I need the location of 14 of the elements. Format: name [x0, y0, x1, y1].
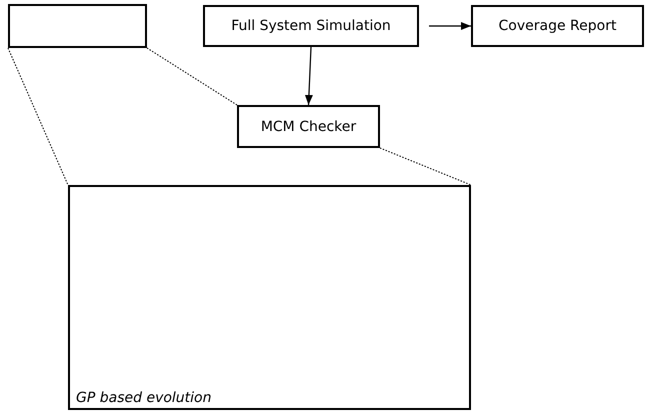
- empty-box: [8, 4, 147, 48]
- process-box: [471, 5, 644, 47]
- node-label: Coverage Report: [498, 18, 616, 34]
- process-box: [237, 105, 380, 148]
- arrow: [304, 46, 313, 106]
- dotted-line: [8, 48, 68, 186]
- dotted-line: [380, 148, 472, 186]
- dotted-line: [146, 48, 238, 106]
- process-box: [203, 5, 419, 47]
- arrow: [429, 22, 471, 30]
- node-label: MCM Checker: [260, 118, 356, 134]
- frame-box: [68, 185, 471, 410]
- node-label: Full System Simulation: [231, 18, 391, 34]
- panel-caption: GP based evolution: [75, 390, 212, 408]
